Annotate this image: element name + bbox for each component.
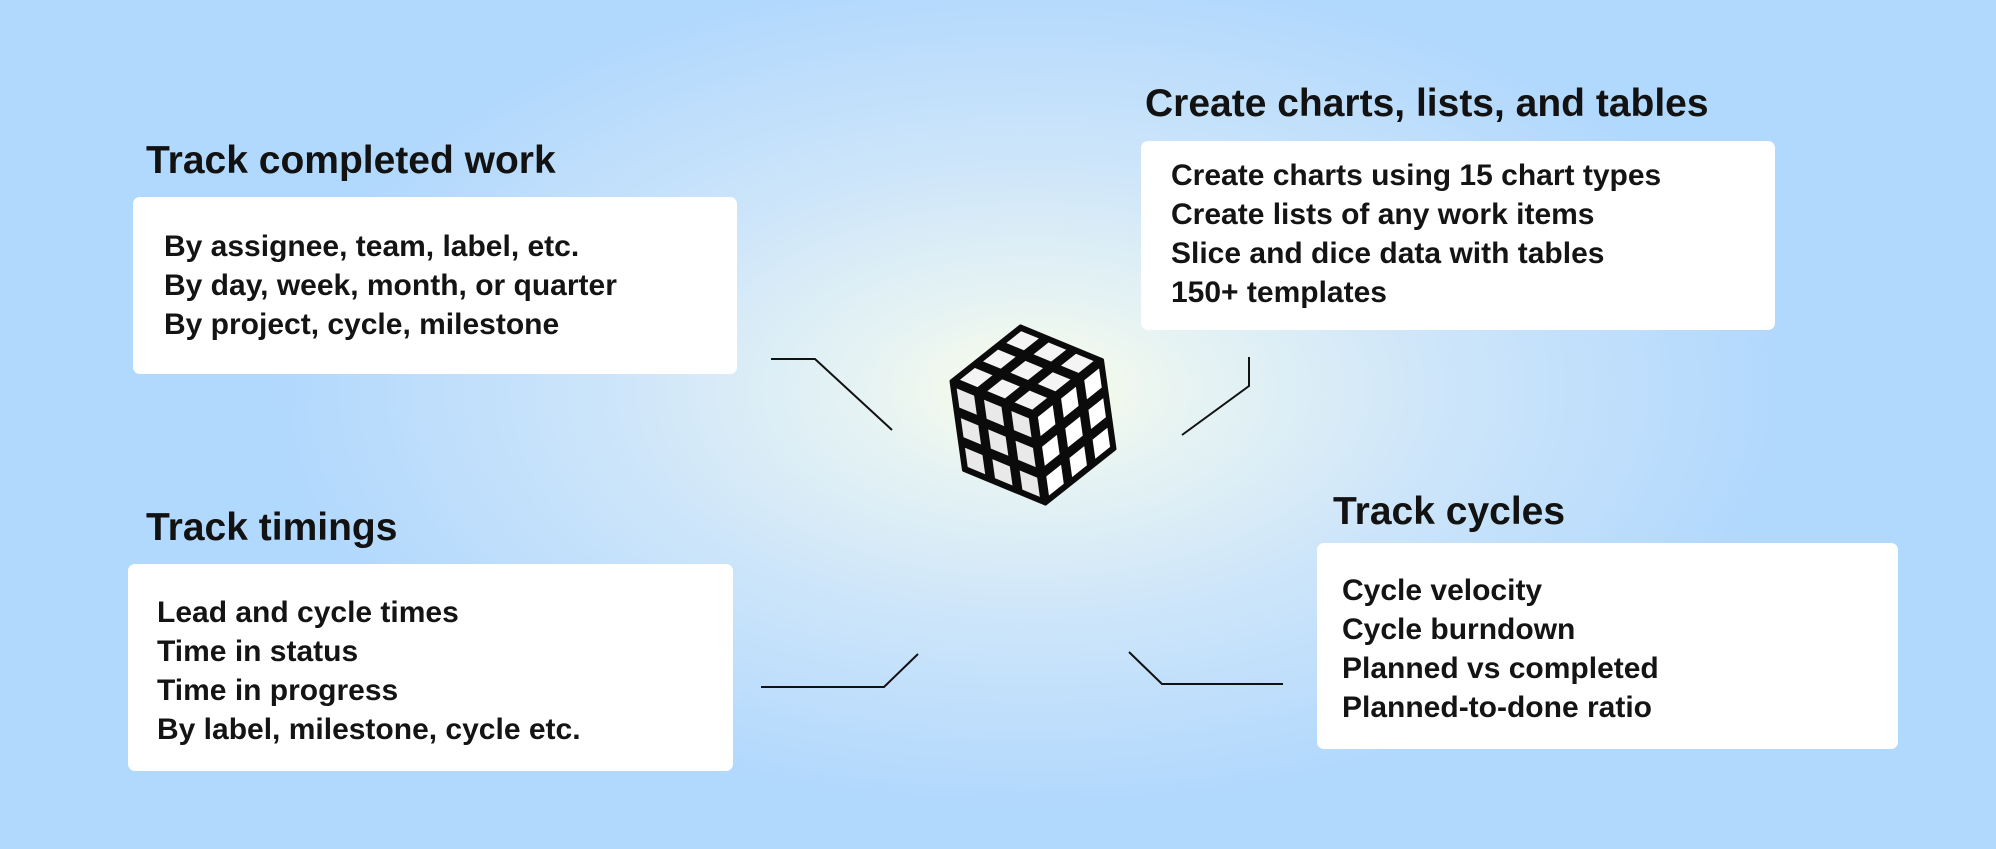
timings-item: Time in progress	[157, 674, 399, 707]
charts-card: Create charts using 15 chart types Creat…	[1141, 141, 1775, 330]
cube-facelet-side	[1089, 423, 1114, 464]
connector-timings	[761, 653, 919, 688]
cycles-card: Cycle velocity Cycle burndown Planned vs…	[1317, 543, 1898, 749]
cube-facelet-top	[955, 364, 997, 391]
cube-facelet-top	[1029, 339, 1071, 365]
cube-facelet-front	[1016, 466, 1044, 501]
cube-facelet-top	[1056, 350, 1098, 377]
cube-facelet-top	[1006, 357, 1048, 384]
cube-facelet-front	[1012, 436, 1040, 472]
cycles-item: Cycle velocity	[1342, 574, 1543, 607]
charts-item: 150+ templates	[1171, 276, 1387, 309]
cube-facelet-side	[1062, 412, 1086, 452]
cycles-heading: Track cycles	[1333, 490, 1566, 533]
cube-facelet-side	[1043, 460, 1067, 500]
timings-item: Time in status	[157, 635, 359, 668]
connector-charts	[1181, 357, 1250, 436]
cube-facelet-front	[984, 425, 1012, 460]
cube-facelet-top	[1001, 327, 1044, 354]
cube-facelet-front	[953, 384, 981, 419]
cube-facelet-top	[982, 376, 1025, 402]
connector-completed	[771, 358, 893, 431]
cube-facelet-top	[978, 346, 1021, 372]
timings-heading: Track timings	[146, 506, 398, 549]
cube-facelet-top	[1010, 387, 1052, 413]
charts-heading: Create charts, lists, and tables	[1145, 82, 1709, 125]
timings-item: Lead and cycle times	[157, 596, 459, 629]
connector-cycles	[1128, 651, 1283, 685]
completed-work-item: By assignee, team, label, etc.	[164, 230, 580, 263]
timings-card: Lead and cycle times Time in status Time…	[128, 564, 733, 771]
cycles-item: Planned vs completed	[1342, 652, 1659, 685]
completed-work-item: By day, week, month, or quarter	[164, 269, 617, 302]
cube-facelet-side	[1034, 400, 1059, 441]
timings-item: By label, milestone, cycle etc.	[157, 713, 581, 746]
charts-item: Slice and dice data with tables	[1171, 237, 1605, 270]
cube-facelet-side	[1081, 364, 1105, 404]
cycles-item: Cycle burndown	[1342, 613, 1576, 646]
cube-facelet-side	[1038, 430, 1063, 471]
cube-facelet-front	[961, 443, 989, 479]
completed-work-heading: Track completed work	[146, 139, 556, 182]
charts-item: Create charts using 15 chart types	[1171, 159, 1662, 192]
cube-facelet-side	[1066, 441, 1091, 482]
cube-facelet-side	[1057, 382, 1082, 423]
completed-work-item: By project, cycle, milestone	[164, 308, 560, 341]
cube-facelet-front	[957, 414, 985, 449]
cube-facelet-front	[988, 455, 1016, 490]
cycles-item: Planned-to-done ratio	[1342, 691, 1652, 724]
cube-facelet-side	[1085, 393, 1110, 434]
cube-facelet-top	[1033, 368, 1075, 395]
cube-facelet-front	[1007, 407, 1035, 442]
cube-facelet-front	[980, 395, 1008, 430]
charts-item: Create lists of any work items	[1171, 198, 1595, 231]
completed-work-card: By assignee, team, label, etc. By day, w…	[133, 197, 737, 374]
